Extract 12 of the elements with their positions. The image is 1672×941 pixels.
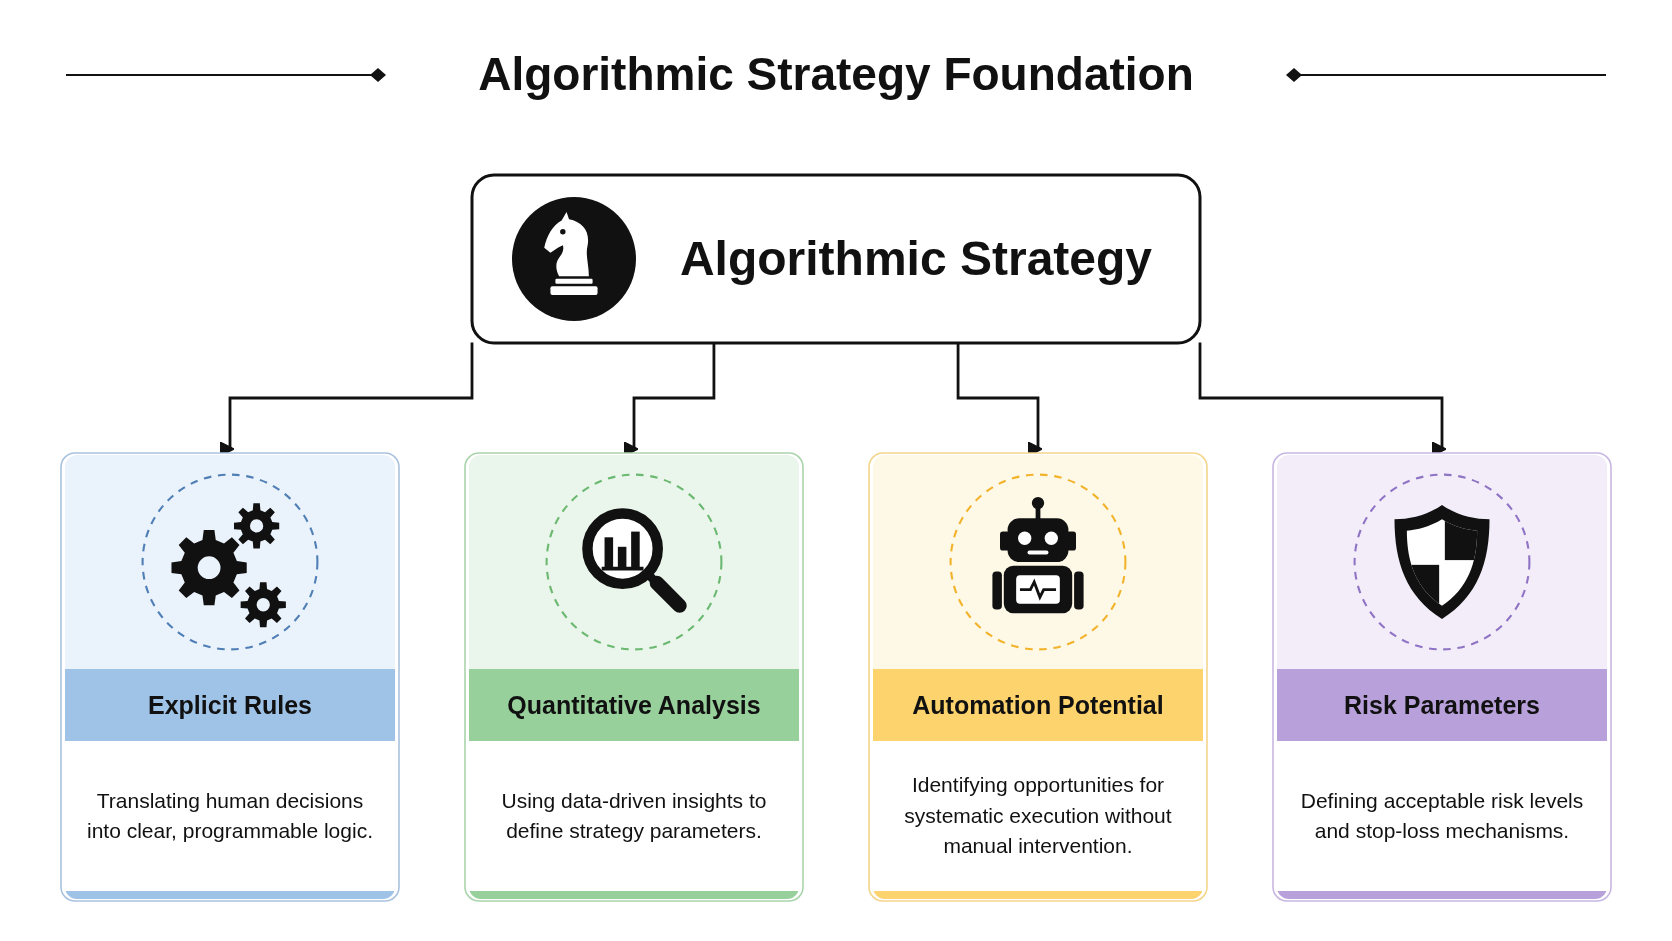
card-description: Defining acceptable risk levels and stop-loss mechanisms. [1299, 787, 1585, 844]
root-title: Algorithmic Strategy [679, 230, 1153, 287]
card-heading: Automation Potential [912, 689, 1164, 720]
card-heading: Risk Parameters [1344, 689, 1540, 720]
card-heading: Quantitative Analysis [507, 689, 761, 720]
card-description: Identifying opportunities for systematic execution without manual intervention. [903, 771, 1173, 859]
arrow [626, 342, 716, 454]
diagram-title: Algorithmic Strategy Foundation [478, 48, 1194, 100]
arrow [222, 342, 474, 454]
card-description: Using data-driven insights to define strategy parameters. [500, 787, 768, 844]
card-description: Translating human decisions into clear, programmable logic. [87, 787, 373, 844]
card-heading: Explicit Rules [148, 689, 312, 720]
